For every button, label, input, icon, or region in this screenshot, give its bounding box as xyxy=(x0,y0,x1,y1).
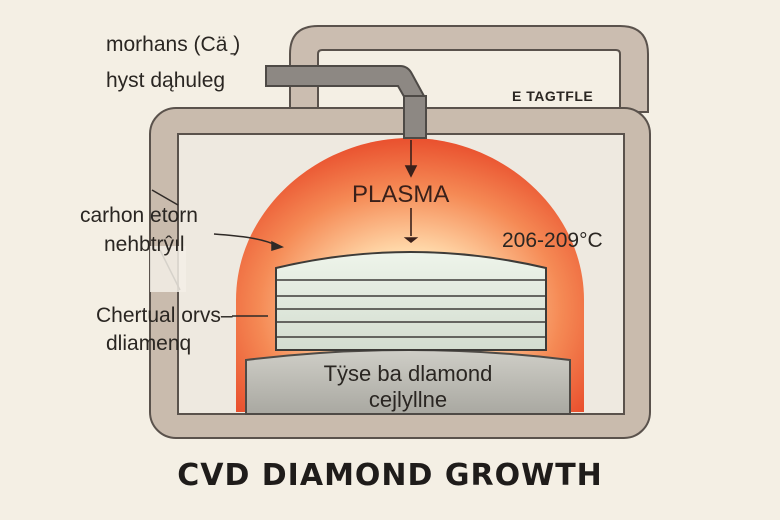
gas-label-line-1: morhans (Cä ̱) xyxy=(106,33,241,56)
diagram-title: CVD DIAMOND GROWTH xyxy=(177,458,603,493)
diamond-label-line-2: dliamenq xyxy=(106,332,192,355)
diamond-layer xyxy=(275,251,547,351)
carbon-label-line-1: carhon etorn xyxy=(80,204,198,227)
substrate-label-line-2: cejlyllne xyxy=(368,387,448,412)
substrate-label-line-1: Tÿse ba dlamond xyxy=(323,361,493,386)
top-frame xyxy=(289,25,649,113)
plasma-arrows xyxy=(403,140,419,244)
label-smudge xyxy=(150,246,186,292)
plasma-label: PLASMA xyxy=(352,181,450,208)
carbon-label-line-2: nehbtrŷıl xyxy=(104,233,185,256)
diamond-strata-lines xyxy=(276,279,546,338)
inset-tag-label: E TAGTFLE xyxy=(512,88,594,104)
gas-nozzle xyxy=(403,95,427,139)
temperature-label: 206-209°C xyxy=(502,229,603,252)
diamond-label-line-1: Chertual orvs– xyxy=(96,304,233,327)
gas-label-line-2: hyst dąhuleg xyxy=(106,69,226,92)
